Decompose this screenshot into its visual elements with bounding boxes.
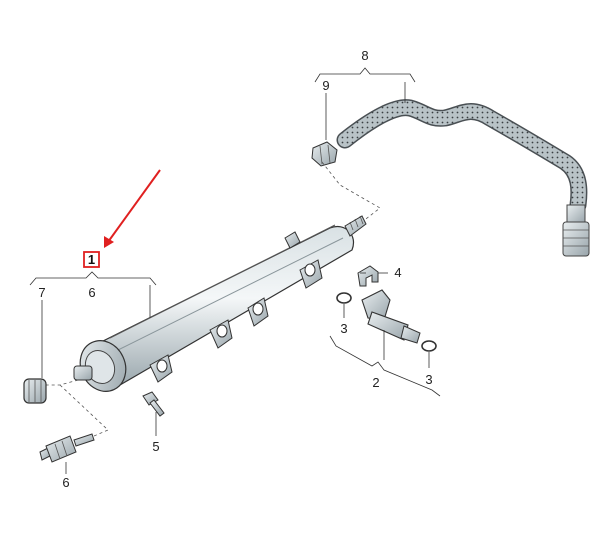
label-6-lower: 6 bbox=[62, 475, 69, 490]
bracket-2 bbox=[329, 335, 441, 397]
bracket-1 bbox=[29, 271, 157, 286]
label-4: 4 bbox=[394, 265, 401, 280]
bracket-8 bbox=[314, 67, 416, 83]
highlight-box bbox=[83, 251, 100, 268]
mounting-boss-3 bbox=[247, 297, 269, 327]
label-3-lower: 3 bbox=[425, 372, 432, 387]
pressure-sensor bbox=[39, 433, 95, 463]
highlight-arrow bbox=[104, 169, 161, 248]
connection-line-nut-rail bbox=[321, 161, 381, 223]
label-9: 9 bbox=[322, 78, 329, 93]
mounting-boss-1 bbox=[149, 354, 173, 383]
fuel-injector bbox=[361, 289, 421, 344]
label-3-upper: 3 bbox=[340, 321, 347, 336]
union-nut bbox=[311, 141, 338, 167]
label-7: 7 bbox=[38, 285, 45, 300]
bolt bbox=[142, 391, 165, 417]
o-ring-upper bbox=[336, 292, 352, 304]
label-8: 8 bbox=[361, 48, 368, 63]
mounting-boss-2 bbox=[209, 319, 233, 349]
fuel-rail bbox=[73, 215, 367, 392]
fuel-hose bbox=[336, 99, 590, 257]
mounting-boss-4 bbox=[299, 259, 323, 289]
label-5: 5 bbox=[152, 439, 159, 454]
retaining-clip bbox=[357, 265, 379, 287]
sealing-cap bbox=[23, 378, 47, 404]
connection-line-sensor bbox=[59, 384, 109, 443]
label-6-upper: 6 bbox=[88, 285, 95, 300]
label-2: 2 bbox=[372, 375, 379, 390]
label-1: 1 bbox=[88, 252, 95, 267]
o-ring-lower bbox=[421, 340, 437, 352]
